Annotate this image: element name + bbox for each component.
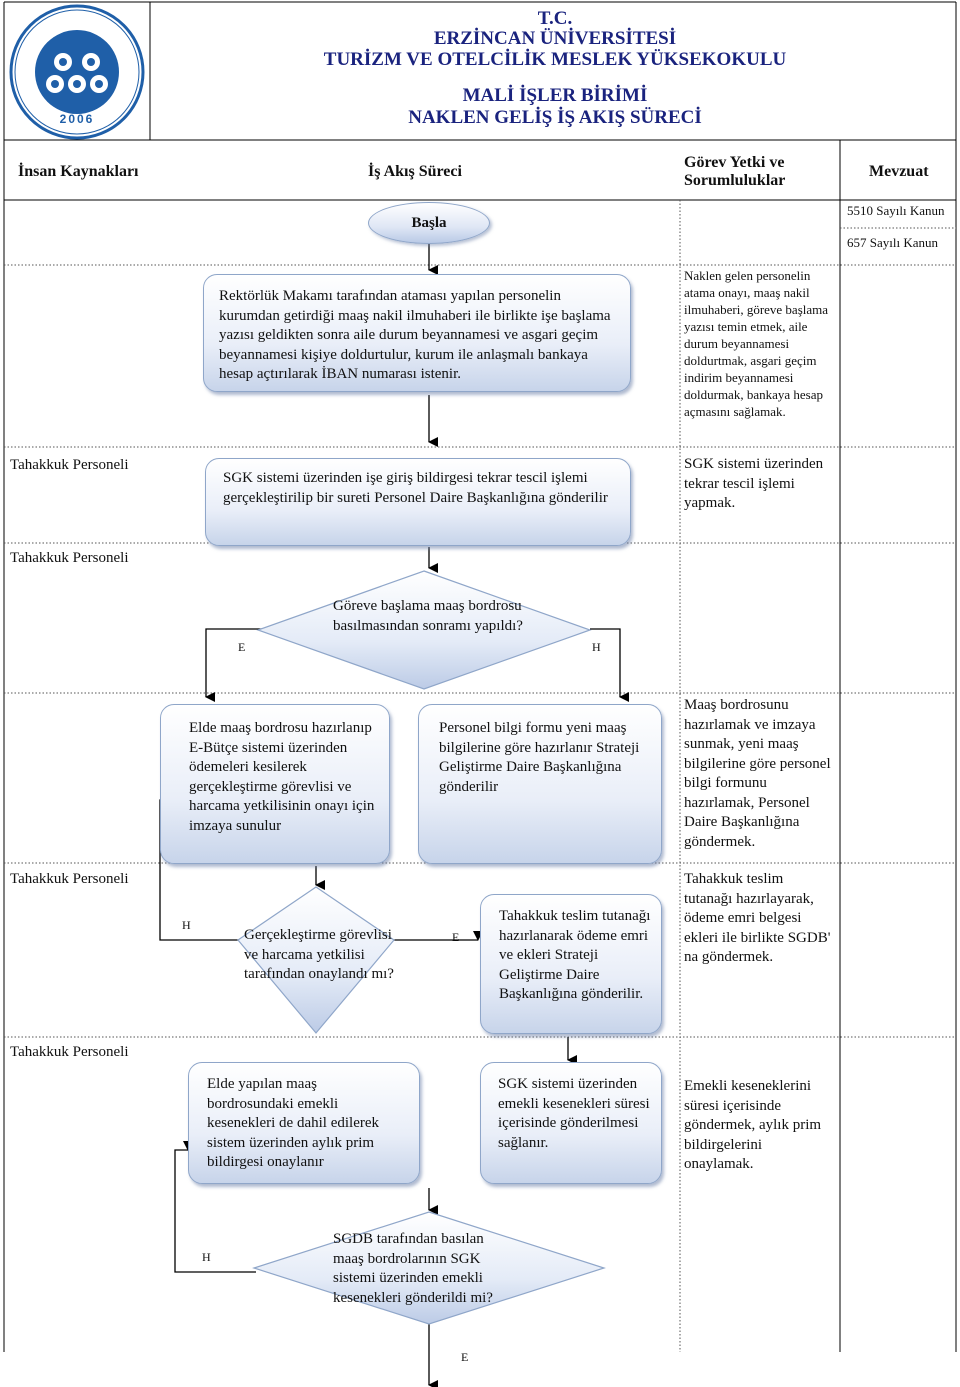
decision3-yes-label: E xyxy=(461,1350,469,1364)
step2-box: SGK sistemi üzerinden işe giriş bildirge… xyxy=(205,458,631,546)
header-school: TURİZM VE OTELCİLİK MESLEK YÜKSEKOKULU xyxy=(323,49,787,70)
column-hr: İnsan Kaynakları xyxy=(18,163,139,180)
header-process: NAKLEN GELİŞ İŞ AKIŞ SÜRECİ xyxy=(408,107,702,128)
university-logo xyxy=(9,4,145,140)
decision1-yes-label: E xyxy=(238,640,246,654)
step1-box: Rektörlük Makamı tarafından ataması yapı… xyxy=(203,274,631,392)
decision1-no-label: H xyxy=(592,640,601,654)
step3b-box: Personel bilgi formu yeni maaş bilgileri… xyxy=(418,704,662,864)
decision1-diamond xyxy=(256,570,592,690)
start-node: Başla xyxy=(368,202,490,244)
personnel-row2: Tahakkuk Personeli xyxy=(10,457,129,473)
column-law: Mevzuat xyxy=(869,163,929,180)
duty-5: Emekli keseneklerini süresi içerisinde g… xyxy=(684,1078,822,1172)
decision2-diamond xyxy=(237,886,395,1034)
decision2-text: Gerçekleştirme görevlisi ve harcama yetk… xyxy=(244,927,394,982)
step5a-text: Elde yapılan maaş bordrosundaki emekli k… xyxy=(207,1076,380,1170)
law-5510: 5510 Sayılı Kanun xyxy=(847,203,945,218)
column-flow: İş Akış Süreci xyxy=(368,163,462,180)
decision3-no-label: H xyxy=(202,1250,211,1264)
column-duties: Görev Yetki ve Sorumluluklar xyxy=(684,154,786,189)
step2-text: SGK sistemi üzerinden işe giriş bildirge… xyxy=(223,470,608,506)
step5a-box: Elde yapılan maaş bordrosundaki emekli k… xyxy=(188,1062,420,1184)
duty-3: Maaş bordrosunu hazırlamak ve imzaya sun… xyxy=(684,697,831,850)
header-tc: T.C. xyxy=(537,8,573,29)
personnel-row6: Tahakkuk Personeli xyxy=(10,1044,129,1060)
step5b-text: SGK sistemi üzerinden emekli kesenekleri… xyxy=(498,1076,650,1151)
step3b-text: Personel bilgi formu yeni maaş bilgileri… xyxy=(439,720,640,795)
logo-year: 2006 xyxy=(59,112,95,126)
step3a-text: Elde maaş bordrosu hazırlanıp E-Bütçe si… xyxy=(189,720,375,834)
step3a-box: Elde maaş bordrosu hazırlanıp E-Bütçe si… xyxy=(160,704,390,864)
decision3-diamond xyxy=(252,1211,606,1325)
law-657: 657 Sayılı Kanun xyxy=(847,235,938,250)
header-university: ERZİNCAN ÜNİVERSİTESİ xyxy=(433,28,677,49)
step4-text: Tahakkuk teslim tutanağı hazırlanarak öd… xyxy=(499,908,651,1002)
step4-box: Tahakkuk teslim tutanağı hazırlanarak öd… xyxy=(480,894,662,1034)
decision2-yes-label: E xyxy=(452,930,460,944)
step1-text: Rektörlük Makamı tarafından ataması yapı… xyxy=(219,288,611,381)
personnel-row5: Tahakkuk Personeli xyxy=(10,871,129,887)
duty-1: Naklen gelen personelin atama onayı, maa… xyxy=(684,268,829,419)
personnel-row3: Tahakkuk Personeli xyxy=(10,550,129,566)
duty-4: Tahakkuk teslim tutanağı hazırlayarak, ö… xyxy=(684,871,831,965)
decision3-text: SGDB tarafından basılan maaş bordroların… xyxy=(333,1231,493,1306)
header-unit: MALİ İŞLER BİRİMİ xyxy=(462,85,648,106)
step5b-box: SGK sistemi üzerinden emekli kesenekleri… xyxy=(480,1062,662,1184)
decision2-no-label: H xyxy=(182,918,191,932)
duty-2: SGK sistemi üzerinden tekrar tescil işle… xyxy=(684,456,824,511)
decision1-text: Göreve başlama maaş bordrosu basılmasınd… xyxy=(333,598,523,634)
